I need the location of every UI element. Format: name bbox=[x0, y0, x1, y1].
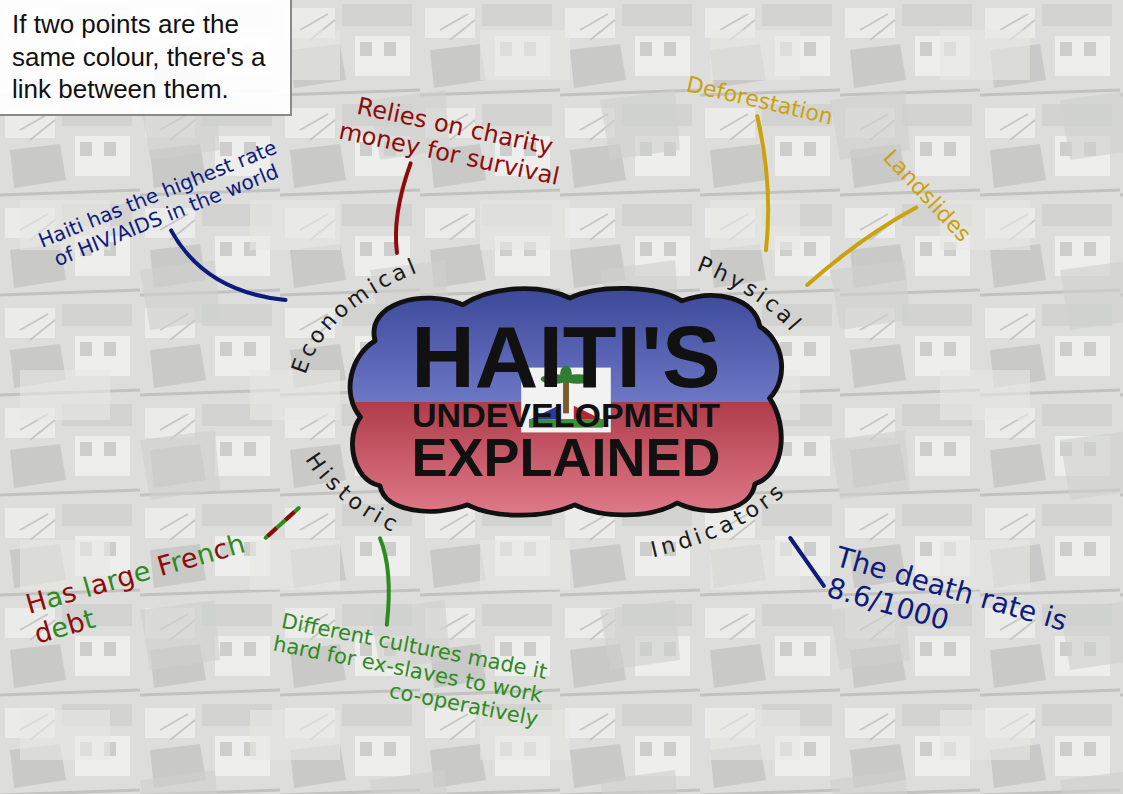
connector-line bbox=[807, 208, 916, 285]
branch-label: Physical bbox=[692, 250, 808, 337]
title-text: EXPLAINED bbox=[411, 432, 720, 483]
note-text: If two points are the same colour, there… bbox=[12, 8, 278, 106]
arc-letter: n bbox=[658, 534, 677, 559]
branch-label: Indicators bbox=[645, 478, 790, 564]
branch-label-text: Historic bbox=[299, 446, 404, 539]
branch-label-text: Physical bbox=[692, 250, 808, 337]
connector-line bbox=[266, 508, 299, 538]
connector bbox=[380, 538, 389, 624]
connector bbox=[807, 208, 916, 285]
connector-line bbox=[790, 538, 824, 586]
branch-label: Historic bbox=[299, 446, 404, 539]
connector-line bbox=[171, 230, 285, 300]
connector bbox=[396, 163, 411, 253]
branch-label-text: Economical bbox=[285, 253, 421, 379]
connector-line bbox=[380, 538, 389, 624]
arc-letter: d bbox=[675, 528, 695, 553]
note-box: If two points are the same colour, there… bbox=[0, 0, 292, 116]
title-cloud: HAITI'SUNDEVELOPMENTEXPLAINED bbox=[340, 278, 792, 522]
title-text: HAITI'S bbox=[411, 317, 720, 398]
connector bbox=[757, 116, 768, 250]
branch-label: Economical bbox=[285, 253, 421, 379]
cloud-text-wrap: HAITI'SUNDEVELOPMENTEXPLAINED bbox=[340, 278, 792, 522]
connector bbox=[266, 508, 299, 538]
connector-line bbox=[757, 116, 768, 250]
connector bbox=[790, 538, 824, 586]
arc-letter: I bbox=[648, 538, 659, 561]
connector-line-accent bbox=[266, 508, 299, 538]
connector-line bbox=[396, 163, 411, 253]
title-text: UNDEVELOPMENT bbox=[412, 398, 720, 432]
branch-label-text: Indicators bbox=[645, 478, 790, 564]
connector bbox=[171, 230, 285, 300]
cloud-outline bbox=[350, 288, 782, 515]
